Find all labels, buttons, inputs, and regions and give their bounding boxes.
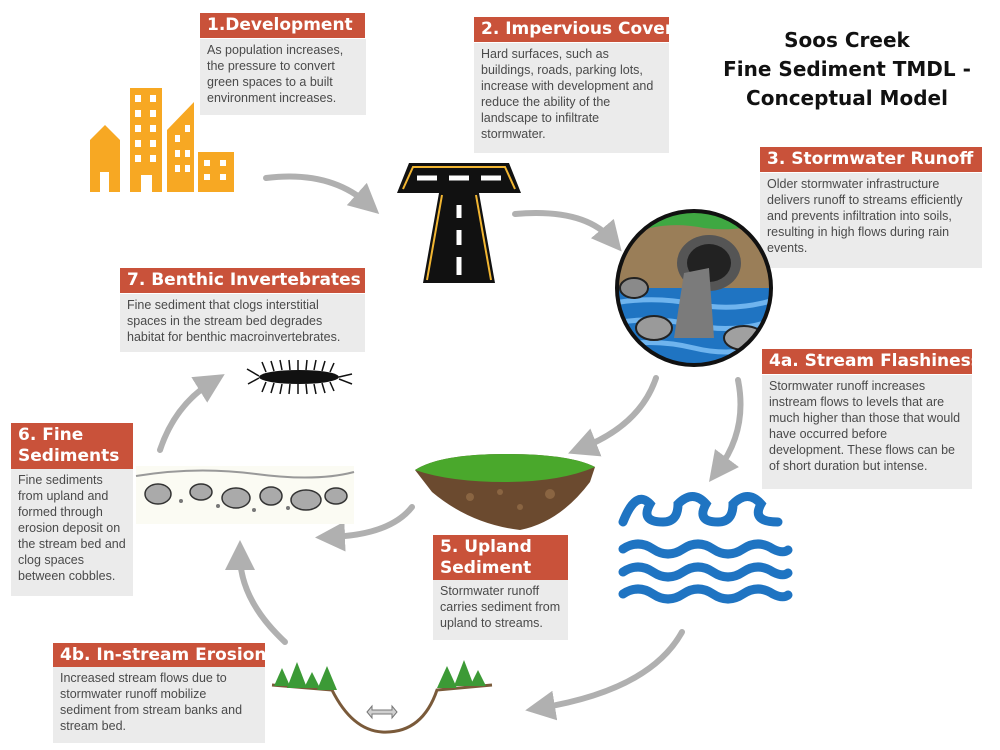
step-3-body: Older stormwater infrastructure delivers… bbox=[760, 173, 982, 268]
step-6-body: Fine sediments from upland and formed th… bbox=[11, 469, 133, 596]
title-line-1: Soos Creek bbox=[784, 28, 910, 52]
step-5-body: Stormwater runoff carries sediment from … bbox=[433, 580, 568, 640]
step-2-body: Hard surfaces, such as buildings, roads,… bbox=[474, 43, 669, 153]
arrow-4a-to-4b bbox=[525, 629, 685, 721]
arrow-1-to-2 bbox=[263, 173, 380, 214]
stream-channel-icon bbox=[271, 660, 493, 734]
waves-icon bbox=[618, 492, 793, 604]
title-line-2: Fine Sediment TMDL - bbox=[723, 57, 971, 81]
step-4a-title: 4a. Stream Flashiness bbox=[762, 349, 981, 374]
arrow-5-to-6 bbox=[315, 504, 415, 552]
step-2-title: 2. Impervious Cover bbox=[474, 17, 673, 42]
arrow-6-to-7 bbox=[157, 374, 225, 453]
upland-soil-icon bbox=[415, 454, 595, 530]
invertebrate-icon bbox=[246, 359, 353, 395]
step-5-title: 5. Upland Sediment bbox=[433, 535, 568, 581]
step-4b-body: Increased stream flows due to stormwater… bbox=[53, 667, 265, 743]
step-4a-body: Stormwater runoff increases instream flo… bbox=[762, 375, 972, 489]
diagram-title: Soos Creek Fine Sediment TMDL - Conceptu… bbox=[712, 26, 982, 113]
title-line-3: Conceptual Model bbox=[746, 86, 948, 110]
arrow-3-to-5 bbox=[568, 375, 659, 457]
step-6-title: 6. Fine Sediments bbox=[11, 423, 133, 469]
step-3-title: 3. Stormwater Runoff bbox=[760, 147, 982, 172]
arrow-3-to-4a bbox=[709, 377, 744, 483]
stream-bed-sediment-icon bbox=[135, 466, 355, 524]
buildings-icon bbox=[90, 88, 234, 192]
step-7-title: 7. Benthic Invertebrates bbox=[120, 268, 365, 293]
step-7-body: Fine sediment that clogs interstitial sp… bbox=[120, 294, 365, 352]
arrow-2-to-3 bbox=[512, 210, 622, 252]
step-1-body: As population increases, the pressure to… bbox=[200, 39, 366, 115]
step-1-title: 1.Development bbox=[200, 13, 365, 38]
step-4b-title: 4b. In-stream Erosion bbox=[53, 643, 267, 668]
arrow-4b-to-6 bbox=[225, 540, 288, 645]
road-icon bbox=[397, 163, 521, 283]
stormwater-pipe-icon bbox=[615, 209, 773, 367]
